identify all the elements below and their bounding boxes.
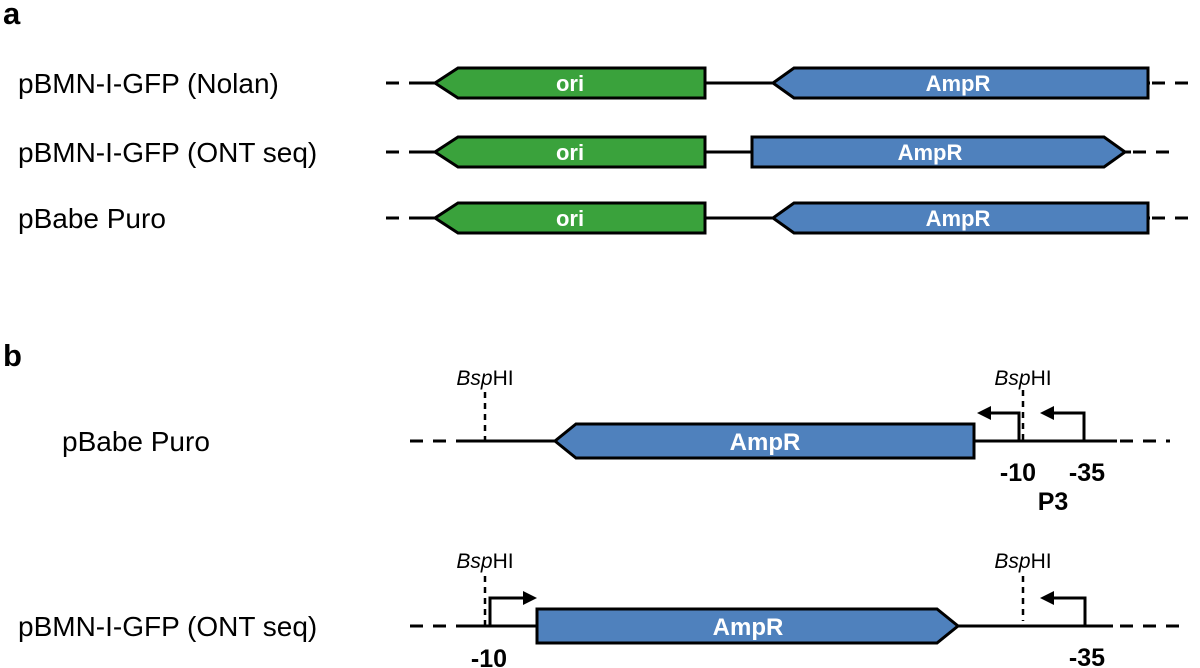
- map-row-pbabe-puro-a: ori AmpR pBabe Puro: [18, 201, 1195, 235]
- promoter-arrowhead-minus35: [1040, 591, 1054, 605]
- ampr-gene-label: AmpR: [926, 206, 991, 231]
- ori-gene-label: ori: [556, 71, 584, 96]
- promoter-p3-label: P3: [1038, 488, 1069, 516]
- bsphi-regular-part: HI: [493, 367, 514, 390]
- ori-gene-arrow-left: [432, 201, 707, 235]
- panel-a: a ori AmpR pBMN-I-GFP (Nolan) ori AmpR p…: [3, 0, 1195, 235]
- ampr-gene-arrow-right: [535, 607, 961, 645]
- panel-a-label: a: [3, 0, 21, 31]
- ampr-gene-arrow-left: [770, 201, 1150, 235]
- panel-b: b BspHI AmpR BspHI -10 -35 P3 pBabe Puro: [3, 338, 1185, 668]
- ori-gene-arrow-left: [432, 135, 707, 169]
- promoter-arrow-minus35: [1053, 596, 1087, 625]
- map-row-pbabe-puro-b: BspHI AmpR BspHI -10 -35 P3 pBabe Puro: [62, 367, 1170, 516]
- ampr-gene-arrow-left: [552, 422, 976, 460]
- ampr-gene-label: AmpR: [713, 614, 784, 641]
- bsphi-regular-part: HI: [1031, 550, 1052, 573]
- plasmid-name: pBMN-I-GFP (ONT seq): [18, 611, 317, 642]
- plasmid-name: pBabe Puro: [62, 426, 210, 457]
- bsphi-regular-part: HI: [493, 550, 514, 573]
- bsphi-italic-part: Bsp: [456, 367, 492, 390]
- ampr-gene-arrow-right: [750, 135, 1128, 169]
- ori-gene-label: ori: [556, 140, 584, 165]
- map-row-pbmn-nolan: ori AmpR pBMN-I-GFP (Nolan): [18, 66, 1195, 100]
- ampr-gene-label: AmpR: [898, 140, 963, 165]
- bsphi-italic-part: Bsp: [994, 550, 1030, 573]
- bsphi-italic-part: Bsp: [456, 550, 492, 573]
- promoter-arrow-minus35: [1053, 411, 1086, 440]
- promoter-arrowhead-minus10: [977, 406, 991, 420]
- bsphi-site-label: BspHI: [994, 367, 1051, 390]
- panel-b-label: b: [3, 338, 22, 373]
- map-row-pbmn-ont: ori AmpR pBMN-I-GFP (ONT seq): [18, 135, 1178, 169]
- promoter-arrow-minus10: [488, 596, 524, 625]
- minus35-label: -35: [1069, 459, 1105, 487]
- plasmid-name: pBabe Puro: [18, 203, 166, 234]
- ampr-gene-arrow-left: [770, 66, 1150, 100]
- ori-gene-arrow-left: [432, 66, 707, 100]
- bsphi-regular-part: HI: [1031, 367, 1052, 390]
- ori-gene-label: ori: [556, 206, 584, 231]
- minus10-label: -10: [471, 645, 507, 668]
- map-row-pbmn-ont-b: BspHI -10 AmpR BspHI -35 pBMN-I-GFP (ONT…: [18, 550, 1185, 668]
- minus10-label: -10: [1000, 459, 1036, 487]
- bsphi-site-label: BspHI: [994, 550, 1051, 573]
- promoter-arrowhead-minus35: [1040, 406, 1054, 420]
- ampr-gene-label: AmpR: [730, 429, 801, 456]
- promoter-arrowhead-minus10: [523, 591, 537, 605]
- plasmid-name: pBMN-I-GFP (Nolan): [18, 68, 279, 99]
- minus35-label: -35: [1069, 644, 1105, 668]
- bsphi-site-label: BspHI: [456, 367, 513, 390]
- plasmid-name: pBMN-I-GFP (ONT seq): [18, 137, 317, 168]
- bsphi-site-label: BspHI: [456, 550, 513, 573]
- ampr-gene-label: AmpR: [926, 71, 991, 96]
- promoter-arrow-minus10: [990, 411, 1021, 440]
- bsphi-italic-part: Bsp: [994, 367, 1030, 390]
